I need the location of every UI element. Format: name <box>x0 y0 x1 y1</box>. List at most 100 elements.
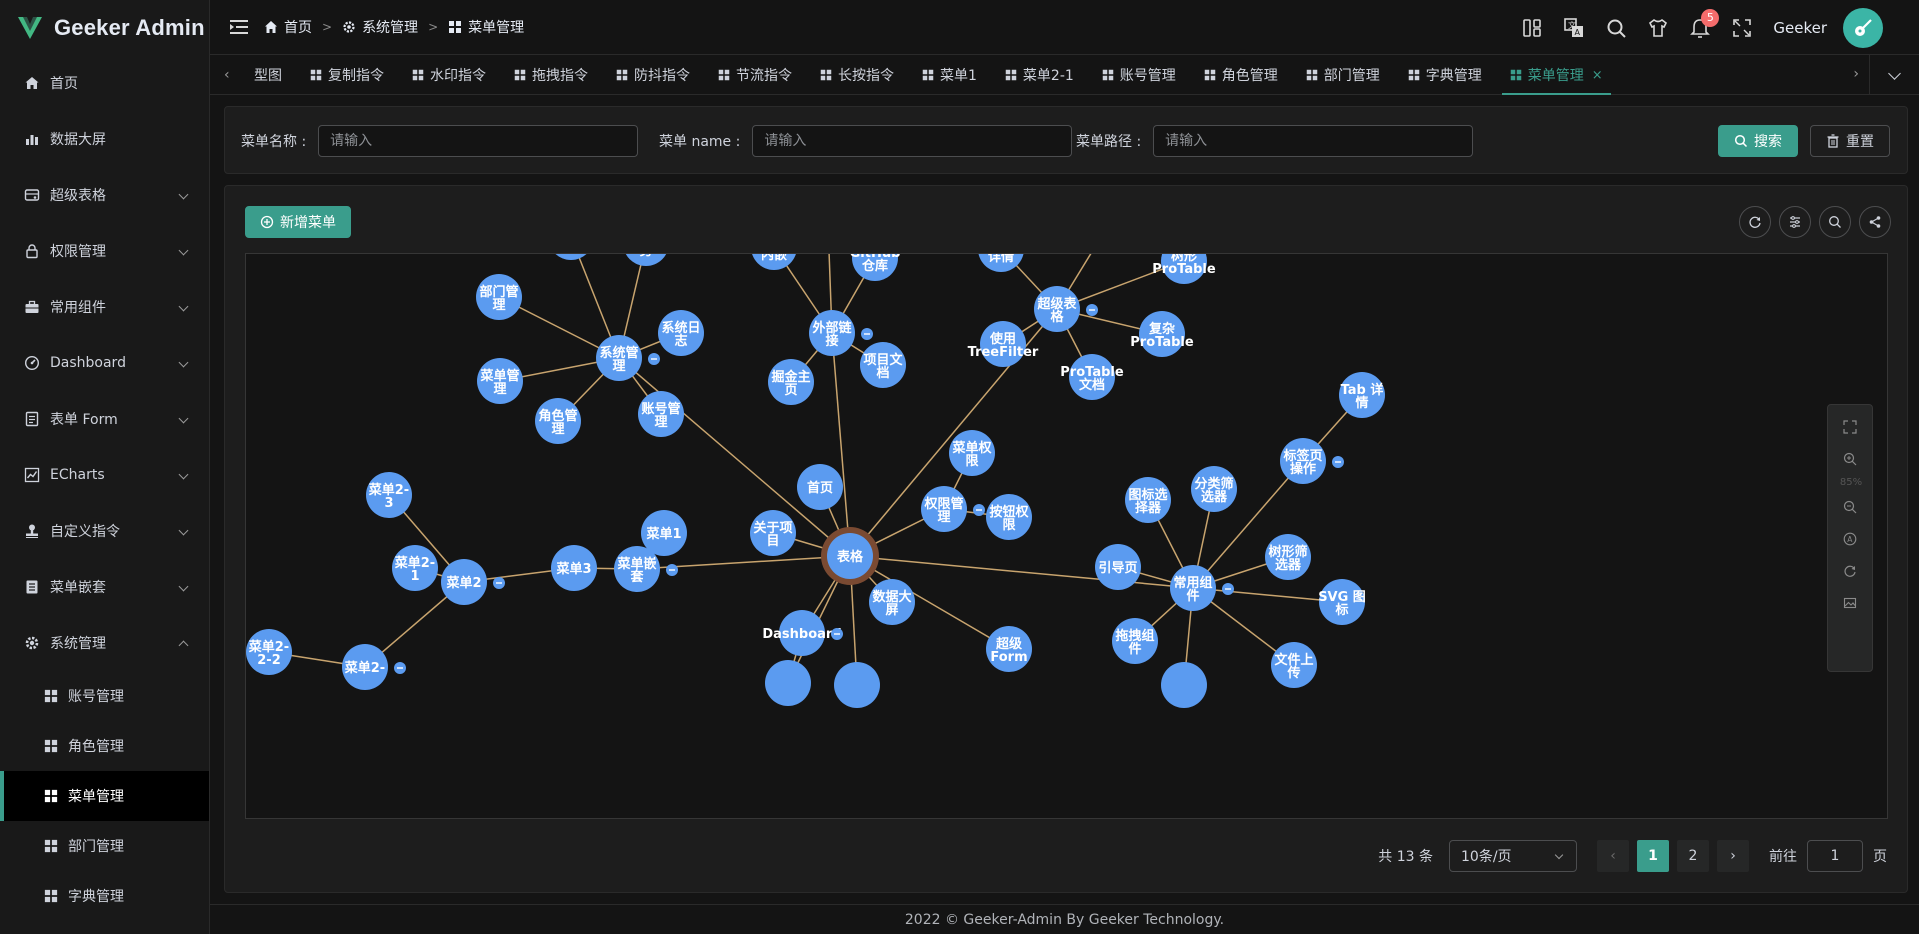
graph-node-comp[interactable]: 常用组件 <box>1170 565 1234 611</box>
graph-node-m222[interactable]: 菜单2-2-2 <box>246 629 292 675</box>
menu-key-input[interactable] <box>752 125 1073 157</box>
graph-node-nest[interactable]: 菜单嵌套 <box>614 546 678 592</box>
search-button[interactable]: 搜索 <box>1718 125 1798 157</box>
column-settings-button[interactable] <box>1779 206 1811 238</box>
breadcrumb-home[interactable]: 首页 <box>264 17 312 37</box>
graph-node-compc[interactable] <box>1161 662 1207 708</box>
sidebar-item-2[interactable]: 超级表格 <box>0 167 209 223</box>
refresh-button[interactable] <box>1739 206 1771 238</box>
graph-node-tfd[interactable]: TreeFilter详情 <box>966 254 1037 272</box>
tab-12[interactable]: 字典管理 <box>1394 55 1496 95</box>
next-page-button[interactable]: › <box>1717 840 1749 872</box>
share-button[interactable] <box>1859 206 1891 238</box>
tab-10[interactable]: 角色管理 <box>1190 55 1292 95</box>
graph-node-role[interactable]: 角色管理 <box>535 398 581 444</box>
graph-node-guide[interactable]: 引导页 <box>1095 544 1141 590</box>
tabs-scroll-right-icon[interactable]: › <box>1853 66 1859 82</box>
theme-shirt-icon[interactable] <box>1647 17 1669 39</box>
translate-icon[interactable]: 文A <box>1563 17 1585 39</box>
sidebar-item-10[interactable]: 系统管理 <box>0 615 209 671</box>
graph-node-m23[interactable]: 菜单2-3 <box>366 472 412 518</box>
search-icon[interactable] <box>1605 17 1627 39</box>
sidebar-item-3[interactable]: 权限管理 <box>0 223 209 279</box>
graph-node-m22[interactable]: 菜单2- <box>342 644 406 690</box>
tabs-more-dropdown[interactable] <box>1869 55 1919 95</box>
graph-node-dict[interactable]: 字典管理 <box>548 254 594 260</box>
close-icon[interactable]: × <box>1591 67 1603 83</box>
graph-node-super[interactable]: 超级表格 <box>1034 286 1098 332</box>
graph-reset-button[interactable] <box>1840 561 1860 581</box>
sidebar-item-0[interactable]: 首页 <box>0 55 209 111</box>
graph-node-m2[interactable]: 菜单2 <box>441 559 505 605</box>
sidebar-item-9[interactable]: 菜单嵌套 <box>0 559 209 615</box>
graph-node-root[interactable]: 表格 <box>821 527 879 585</box>
graph-text-toggle-button[interactable]: A <box>1840 529 1860 549</box>
graph-node-menu[interactable]: 菜单管理 <box>477 358 523 404</box>
menu-tree-graph[interactable]: 表格系统管理字典管理定时任务部门管理系统日志菜单管理角色管理账号管理外部链接Bi… <box>245 253 1888 819</box>
avatar[interactable] <box>1843 7 1883 48</box>
sidebar-subitem-2[interactable]: 菜单管理 <box>0 771 209 821</box>
page-button-1[interactable]: 1 <box>1637 840 1669 872</box>
graph-node-home[interactable]: 首页 <box>797 464 843 510</box>
tab-11[interactable]: 部门管理 <box>1292 55 1394 95</box>
graph-node-m1[interactable]: 菜单1 <box>641 510 687 556</box>
graph-node-timer[interactable]: 定时任务 <box>623 254 669 266</box>
graph-node-dash[interactable]: Dashboard <box>762 610 843 656</box>
graph-node-sys[interactable]: 系统管理 <box>596 335 660 381</box>
fullscreen-icon[interactable] <box>1731 17 1753 39</box>
reset-button[interactable]: 重置 <box>1810 125 1890 157</box>
graph-node-dashc[interactable] <box>765 660 811 706</box>
graph-node-dept[interactable]: 部门管理 <box>476 274 522 320</box>
notification-bell[interactable]: 5 <box>1689 8 1720 39</box>
add-menu-button[interactable]: 新增菜单 <box>245 206 351 238</box>
layout-icon[interactable] <box>1521 17 1543 39</box>
breadcrumb-system[interactable]: 系统管理 <box>342 17 418 37</box>
sidebar-subitem-1[interactable]: 角色管理 <box>0 721 209 771</box>
graph-download-image-button[interactable] <box>1840 593 1860 613</box>
sidebar-subitem-4[interactable]: 字典管理 <box>0 871 209 921</box>
menu-collapse-icon[interactable] <box>228 16 250 38</box>
goto-page-input[interactable]: 1 <box>1807 840 1863 872</box>
graph-node-github[interactable]: GitHub仓库 <box>850 254 901 281</box>
tab-4[interactable]: 防抖指令 <box>602 55 704 95</box>
sidebar-item-1[interactable]: 数据大屏 <box>0 111 209 167</box>
sidebar-subitem-3[interactable]: 部门管理 <box>0 821 209 871</box>
tab-7[interactable]: 菜单1 <box>908 55 991 95</box>
sidebar-subitem-0[interactable]: 账号管理 <box>0 671 209 721</box>
username[interactable]: Geeker <box>1773 18 1827 37</box>
graph-fit-view-button[interactable] <box>1840 417 1860 437</box>
tab-5[interactable]: 节流指令 <box>704 55 806 95</box>
graph-node-perm[interactable]: 权限管理 <box>921 486 985 532</box>
graph-canvas[interactable]: 表格系统管理字典管理定时任务部门管理系统日志菜单管理角色管理账号管理外部链接Bi… <box>246 254 1888 819</box>
tab-1[interactable]: 复制指令 <box>296 55 398 95</box>
graph-zoom-in-button[interactable] <box>1840 449 1860 469</box>
graph-node-screen[interactable]: 数据大屏 <box>869 579 915 625</box>
sidebar-item-4[interactable]: 常用组件 <box>0 279 209 335</box>
graph-node-svg[interactable]: SVG 图标 <box>1318 579 1366 625</box>
menu-name-input[interactable] <box>318 125 639 157</box>
tabs-scroll-left-icon[interactable]: ‹ <box>224 67 230 83</box>
graph-node-acct[interactable]: 账号管理 <box>638 391 684 437</box>
tab-8[interactable]: 菜单2-1 <box>991 55 1088 95</box>
graph-zoom-out-button[interactable] <box>1840 497 1860 517</box>
prev-page-button[interactable]: ‹ <box>1597 840 1629 872</box>
sidebar-item-5[interactable]: Dashboard <box>0 335 209 391</box>
graph-node-m21[interactable]: 菜单2-1 <box>392 545 438 591</box>
